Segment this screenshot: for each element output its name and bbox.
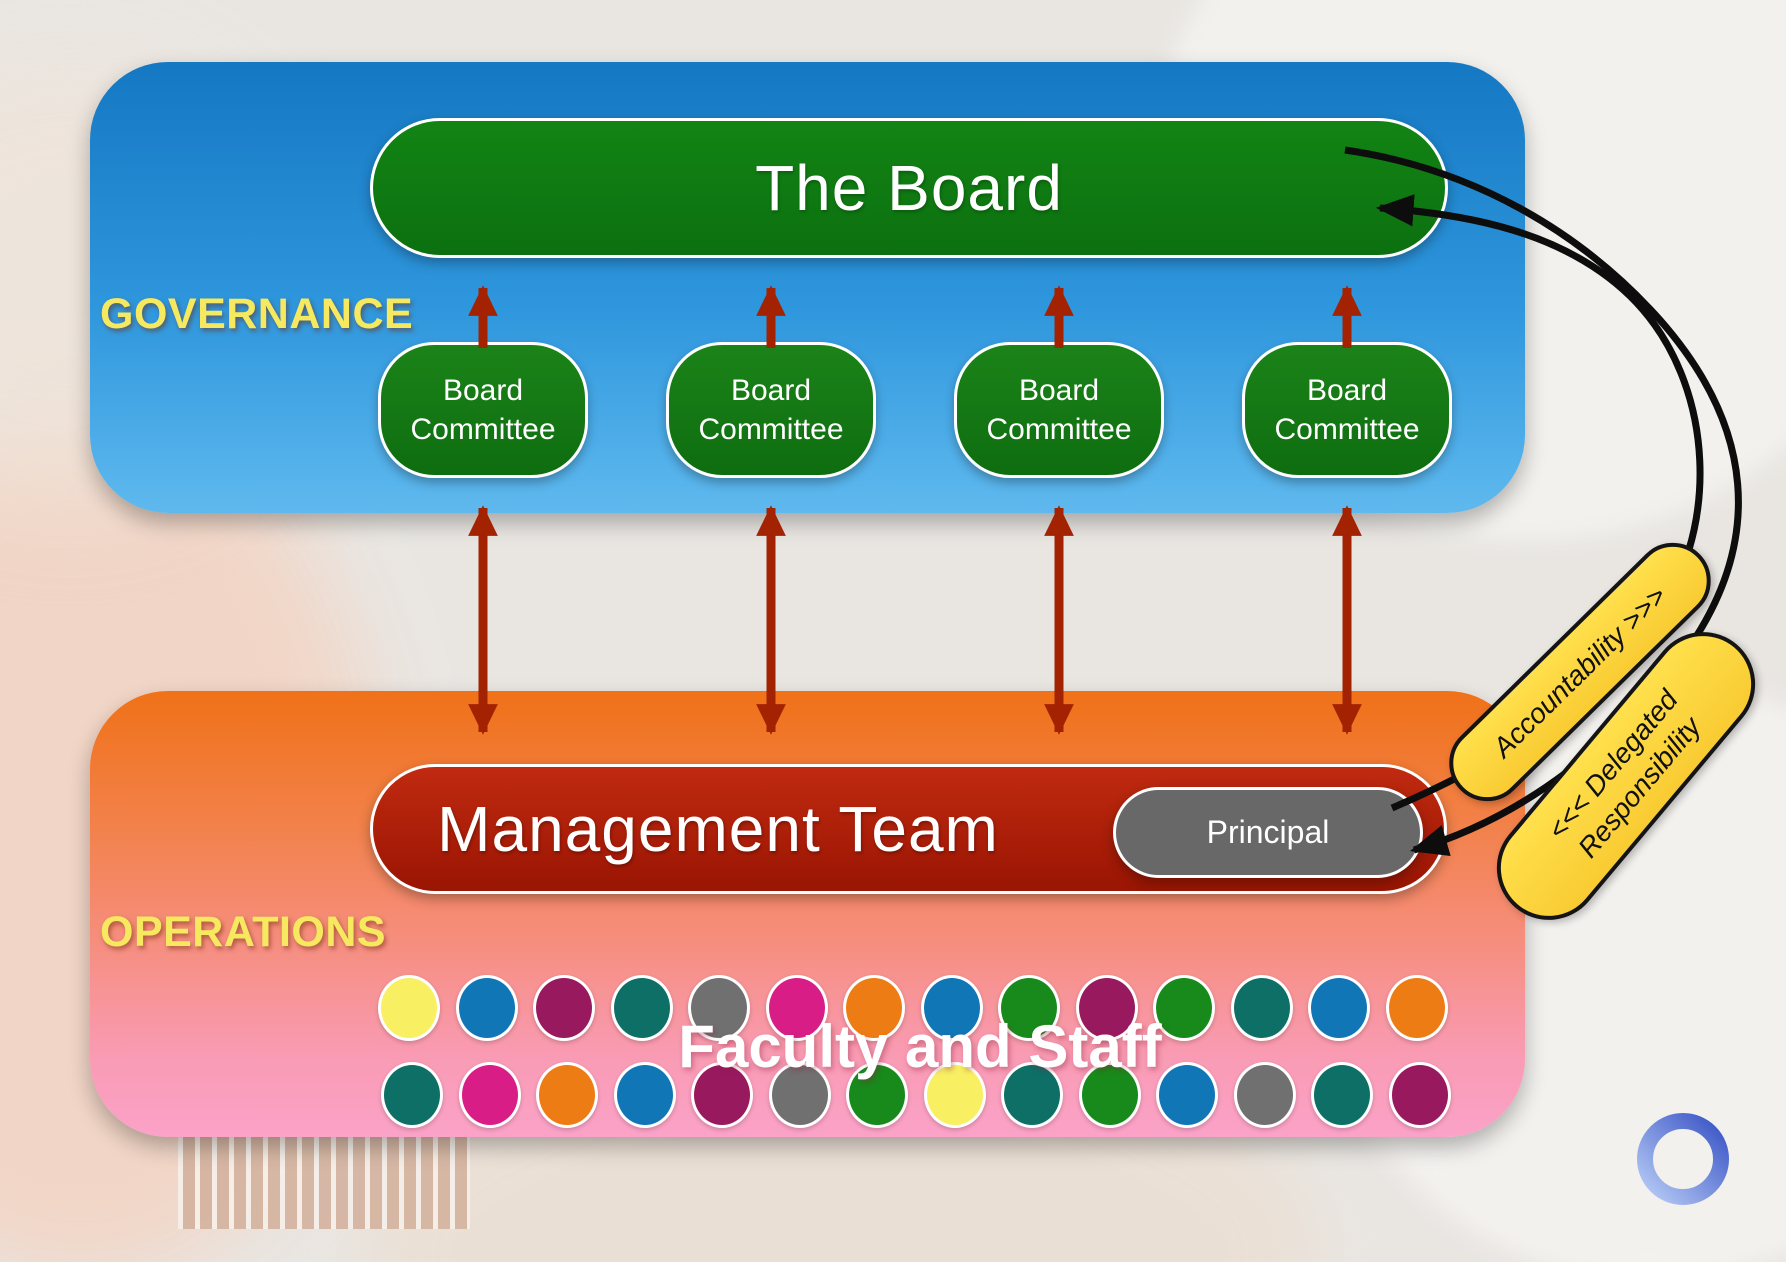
staff-dot-green — [998, 975, 1060, 1041]
staff-dot-blue — [613, 1062, 676, 1128]
the-board-label: The Board — [755, 152, 1063, 224]
staff-dot-plum — [1388, 1062, 1451, 1128]
staff-dot-yellow — [378, 975, 440, 1041]
staff-dot-teal — [1001, 1062, 1063, 1128]
staff-dot-teal — [610, 975, 673, 1041]
the-board-node: The Board — [370, 118, 1448, 258]
governance-section-label: GOVERNANCE — [100, 290, 414, 338]
staff-dot-yellow — [923, 1062, 986, 1128]
staff-dot-magenta — [458, 1062, 521, 1128]
staff-dot-orange — [843, 975, 905, 1041]
board-committee-node-1: Board Committee — [378, 342, 588, 478]
principal-label: Principal — [1206, 814, 1330, 850]
staff-dot-blue — [1156, 1062, 1218, 1128]
staff-dot-teal — [1230, 975, 1293, 1041]
board-committee-node-3: Board Committee — [954, 342, 1164, 478]
operations-section-label: OPERATIONS — [100, 908, 387, 956]
staff-dot-orange — [536, 1062, 598, 1128]
staff-dot-teal — [1311, 1062, 1373, 1128]
board-committee-label: Board Committee — [986, 374, 1132, 446]
faculty-staff-label: Faculty and Staff — [678, 1013, 1162, 1080]
board-committee-label: Board Committee — [698, 374, 844, 446]
staff-dot-plum — [1075, 975, 1138, 1041]
management-team-label: Management Team — [437, 793, 999, 865]
staff-dot-orange — [1385, 975, 1448, 1041]
board-committee-node-4: Board Committee — [1242, 342, 1452, 478]
staff-dot-blue — [1308, 975, 1370, 1041]
board-committee-node-2: Board Committee — [666, 342, 876, 478]
board-committee-label: Board Committee — [410, 374, 556, 446]
staff-dot-green — [846, 1062, 908, 1128]
staff-dot-gray — [688, 975, 750, 1041]
background-stripe-texture — [178, 1137, 470, 1229]
board-committee-label: Board Committee — [1274, 374, 1420, 446]
staff-dot-blue — [920, 975, 983, 1041]
staff-dot-gray — [768, 1062, 831, 1128]
staff-dot-plum — [691, 1062, 753, 1128]
staff-dot-plum — [533, 975, 595, 1041]
principal-node: Principal — [1113, 787, 1423, 878]
staff-dot-green — [1153, 975, 1215, 1041]
staff-dot-blue — [455, 975, 518, 1041]
staff-dot-teal — [381, 1062, 443, 1128]
staff-dot-green — [1078, 1062, 1141, 1128]
staff-dot-gray — [1233, 1062, 1296, 1128]
staff-dot-magenta — [765, 975, 828, 1041]
